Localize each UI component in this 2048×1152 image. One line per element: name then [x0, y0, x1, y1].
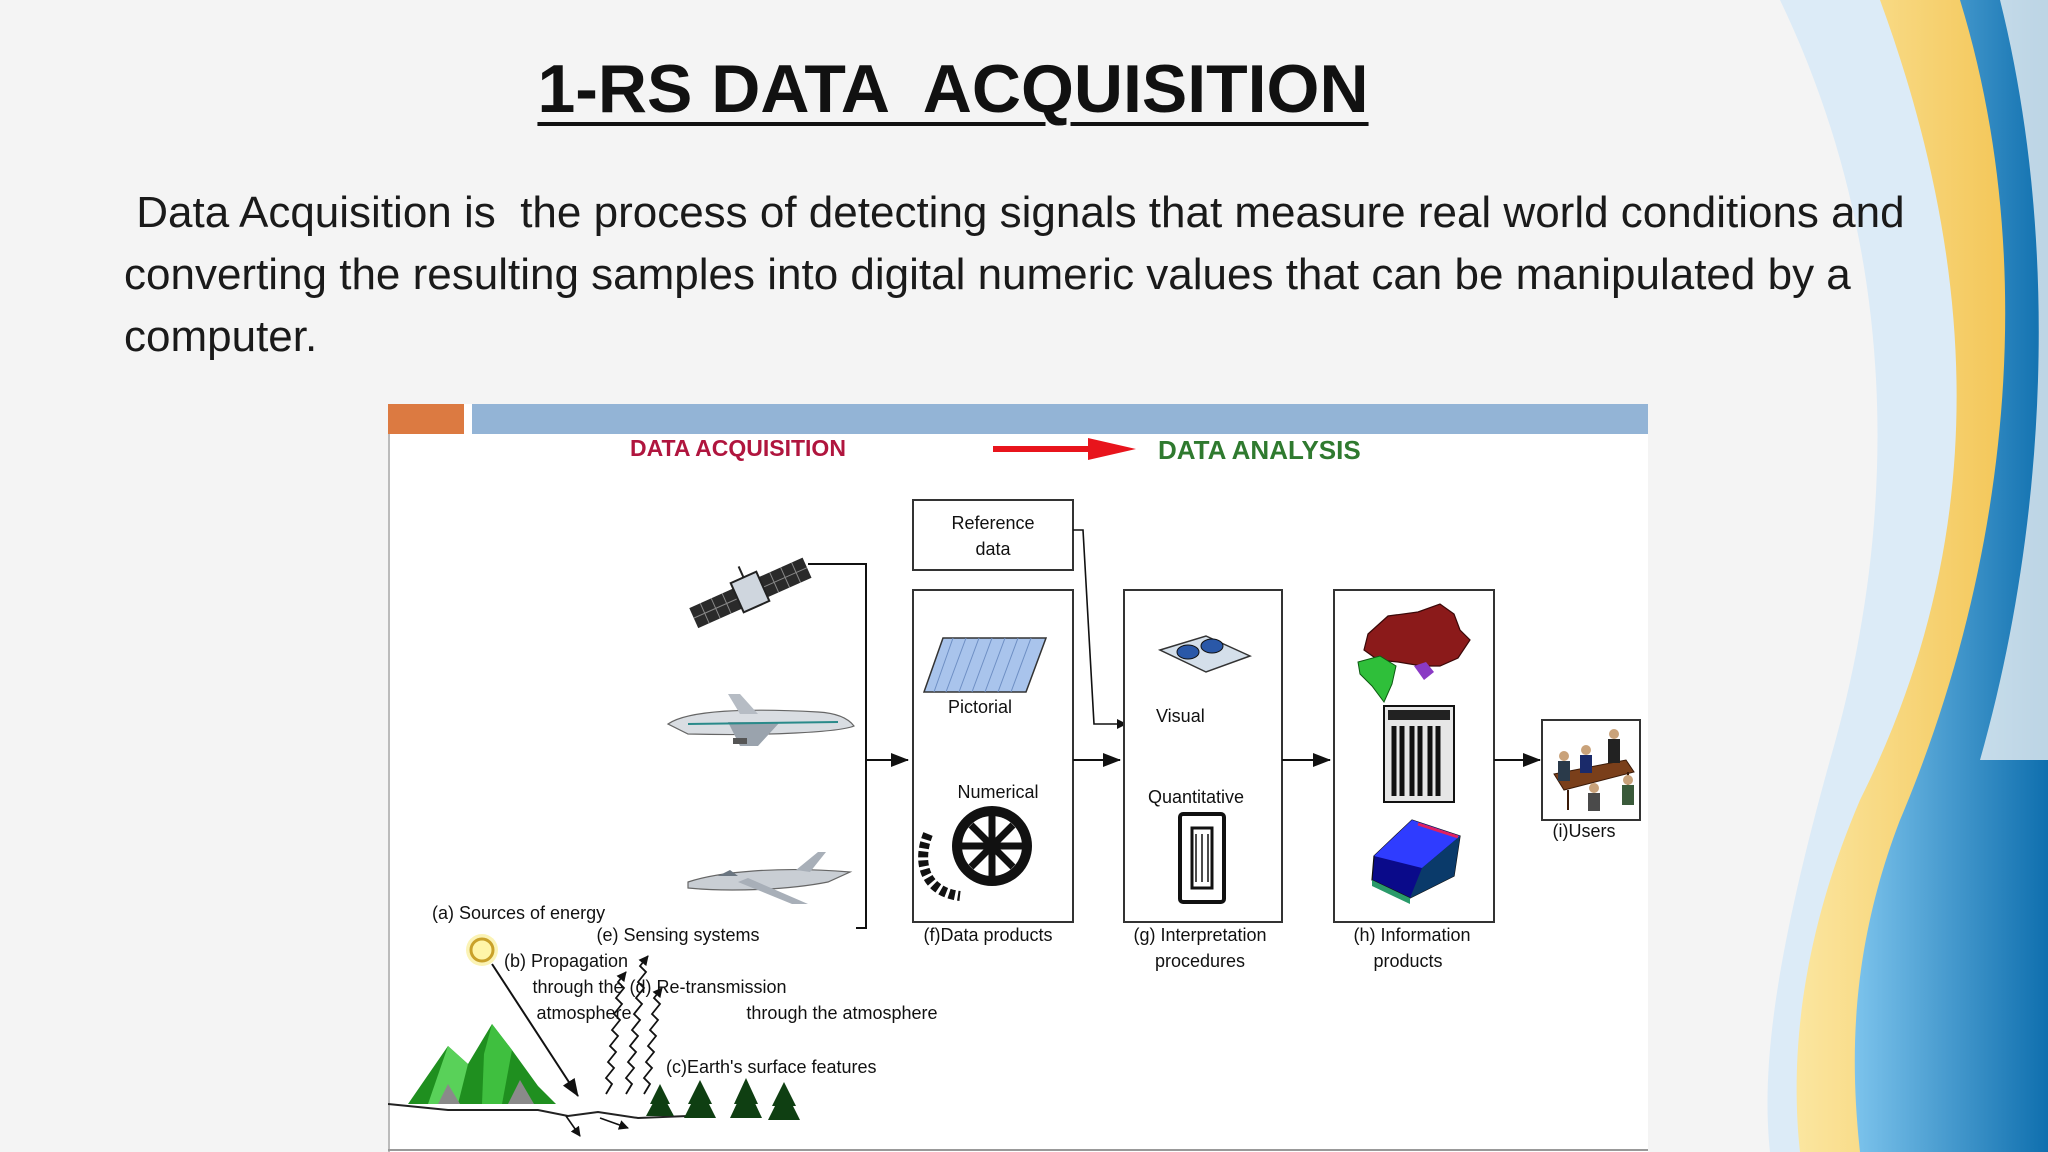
- map-icon: [1357, 603, 1471, 703]
- remote-sensing-diagram: DATA ACQUISITION DATA ANALYSIS Reference…: [388, 404, 1648, 1152]
- numerical-label: Numerical: [957, 782, 1038, 802]
- sources-of-energy-label: (a) Sources of energy: [432, 903, 605, 923]
- header-bar: [472, 404, 1648, 434]
- reference-arrow: [1073, 529, 1127, 729]
- red-arrow: [993, 438, 1136, 460]
- data-products-label: (f)Data products: [923, 925, 1052, 945]
- photo-icon: [922, 637, 1048, 693]
- reference-data-box: [912, 499, 1074, 571]
- film-reel-icon: [918, 806, 1032, 901]
- propagation-line2: through the: [532, 977, 623, 997]
- pictorial-label: Pictorial: [948, 697, 1012, 717]
- reflect-arrow-2: [599, 1117, 629, 1130]
- tape-icon: [1178, 812, 1226, 904]
- slide-description: Data Acquisition is the process of detec…: [124, 188, 1917, 361]
- sensing-systems-label: (e) Sensing systems: [596, 925, 759, 945]
- airplane-icon: [666, 694, 855, 746]
- propagation-line3: atmosphere: [536, 1003, 631, 1023]
- data-analysis-label: DATA ANALYSIS: [1158, 435, 1361, 465]
- users-label: (i)Users: [1553, 821, 1616, 841]
- retransmission-line1: (d) Re-transmission: [629, 977, 786, 997]
- satellite-icon: [689, 557, 812, 629]
- reference-data-line1: Reference: [951, 513, 1034, 533]
- visual-label: Visual: [1156, 706, 1205, 726]
- propagation-line1: (b) Propagation: [504, 951, 628, 971]
- data-acquisition-label: DATA ACQUISITION: [630, 435, 846, 461]
- quantitative-label: Quantitative: [1148, 787, 1244, 807]
- earth-surface-label: (c)Earth's surface features: [666, 1057, 877, 1077]
- reference-data-line2: data: [975, 539, 1011, 559]
- sensing-bracket: [808, 563, 867, 929]
- information-line2: products: [1373, 951, 1442, 971]
- information-line1: (h) Information: [1353, 925, 1470, 945]
- retransmission-arrow-1: [604, 971, 627, 1095]
- reflect-arrow-1: [565, 1115, 581, 1137]
- tree-icon: [646, 1078, 800, 1120]
- propagation-arrow: [491, 963, 579, 1097]
- interpretation-line1: (g) Interpretation: [1133, 925, 1266, 945]
- report-icon: [1383, 705, 1455, 803]
- stereoscope-icon: [1157, 635, 1252, 673]
- header-accent: [388, 404, 464, 434]
- slide-title: 1-RS DATA ACQUISITION: [537, 51, 1369, 127]
- book-icon: [1371, 819, 1461, 904]
- interpretation-line2: procedures: [1155, 951, 1245, 971]
- retransmission-arrow-2: [624, 955, 649, 1095]
- mountain-icon: [408, 1024, 556, 1104]
- retransmission-line2: through the atmosphere: [746, 1003, 937, 1023]
- sun-icon: [466, 934, 498, 966]
- retransmission-arrow-3: [642, 987, 663, 1095]
- meeting-icon: [1553, 729, 1635, 811]
- ground-line: [388, 1103, 689, 1120]
- jet-icon: [687, 852, 853, 904]
